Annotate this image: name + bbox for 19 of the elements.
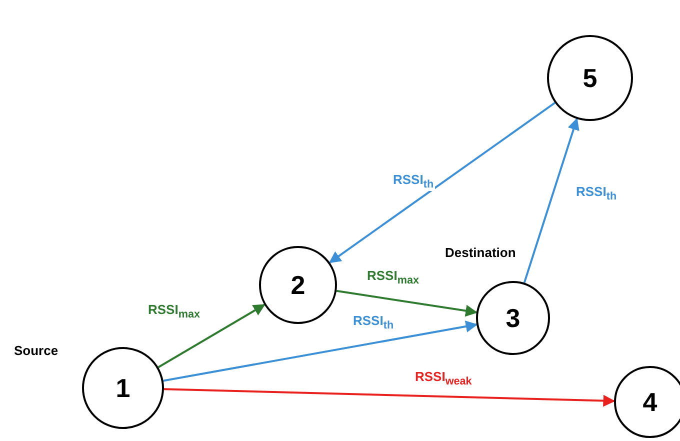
edge-label: RSSI$_{weak}$	[414, 369, 473, 388]
edge-label: RSSI$_{max}$	[147, 302, 202, 321]
edge-label: RSSI$_{th}$	[352, 313, 395, 332]
edge-label: RSSI$_{th}$	[575, 184, 618, 203]
node-circle: 1	[82, 347, 164, 429]
node-circle: 3	[476, 281, 550, 355]
arrow	[164, 388, 616, 407]
arrow	[163, 320, 478, 382]
node-caption: Source	[14, 343, 58, 358]
node-circle: 5	[547, 35, 633, 121]
edge-label: RSSI$_{max}$	[366, 268, 420, 287]
arrow	[523, 118, 580, 284]
node-caption: Destination	[445, 245, 516, 260]
node-circle: 4	[614, 366, 680, 438]
arrow	[336, 290, 478, 317]
edge-label: RSSI$_{th}$	[392, 172, 435, 191]
arrow	[158, 304, 266, 368]
node-circle: 2	[259, 246, 337, 324]
arrow	[328, 102, 556, 264]
